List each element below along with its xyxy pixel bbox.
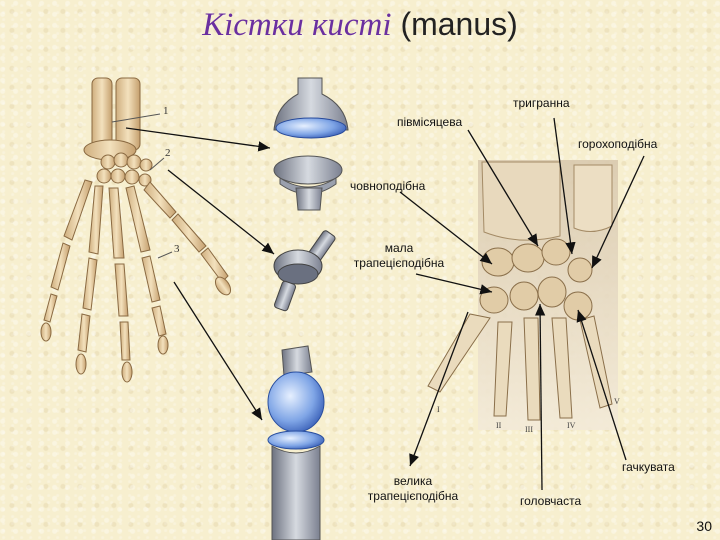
label-golovchasta: головчаста: [520, 494, 581, 509]
label-mala-line1: мала: [338, 241, 460, 256]
label-chovnopodibna: човноподібна: [350, 179, 425, 194]
xray-numeral-iii: III: [525, 425, 533, 434]
hand-number-1: 1: [163, 105, 169, 117]
label-mala-line2: трапецієподібна: [338, 256, 460, 271]
xray-numeral-iv: IV: [567, 421, 576, 430]
label-velyka-line1: велика: [352, 474, 474, 489]
joint-hinge-model: [274, 156, 342, 210]
hand-number-2: 2: [165, 147, 171, 159]
xray-numeral-i: I: [437, 405, 440, 414]
hand-number-3: 3: [174, 243, 180, 255]
xray-numeral-v: V: [614, 397, 620, 406]
joint-saddle-model: [274, 230, 337, 312]
joint-ellipsoid-model: [274, 78, 348, 138]
label-mala-trapetsiepodibna: мала трапецієподібна: [338, 241, 460, 271]
xray-numeral-ii: II: [496, 421, 502, 430]
label-pivmisyatseva: півмісяцева: [397, 115, 462, 130]
label-gorokhopodibna: горохоподібна: [578, 137, 657, 152]
label-velyka-line2: трапецієподібна: [352, 489, 474, 504]
label-trygranna: тригранна: [513, 96, 570, 111]
wrist-bones-image: I II III IV V: [428, 160, 620, 434]
joint-ball-model: [268, 346, 324, 540]
hand-skeleton-drawing: [41, 78, 234, 382]
label-velyka-trapetsiepodibna: велика трапецієподібна: [352, 474, 474, 504]
page-number: 30: [696, 518, 712, 534]
label-gachkuvata: гачкувата: [622, 460, 675, 475]
